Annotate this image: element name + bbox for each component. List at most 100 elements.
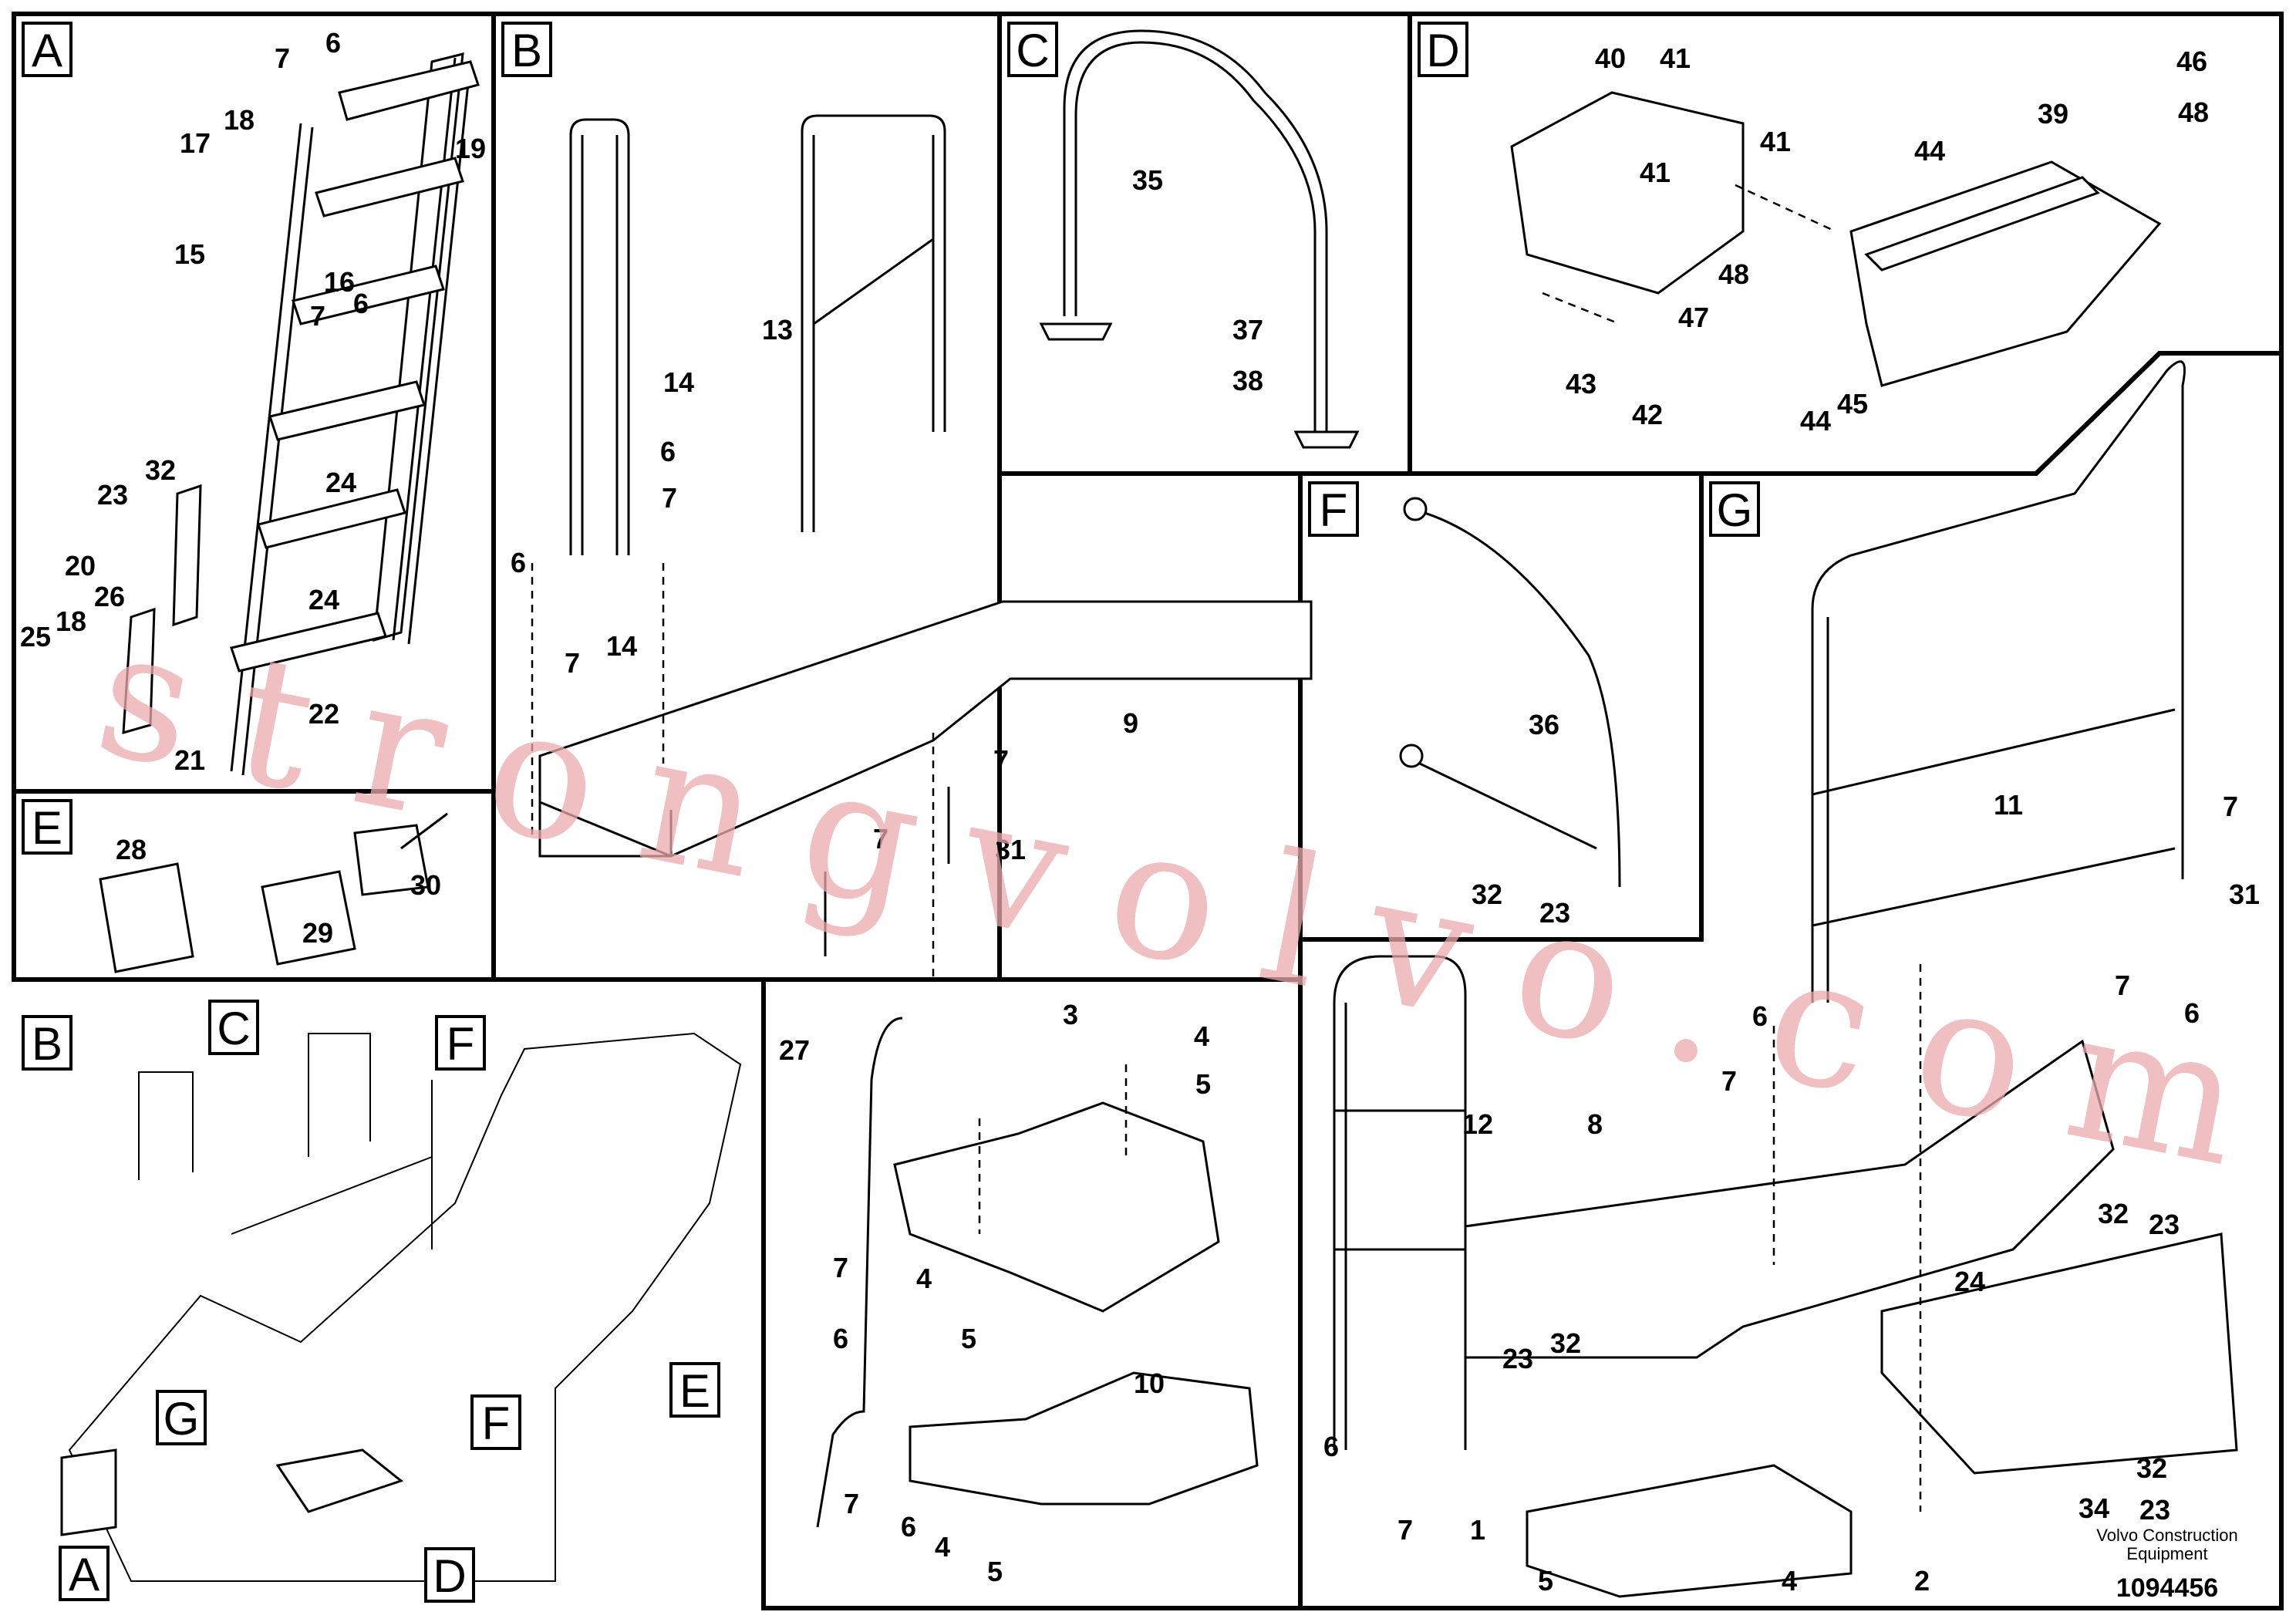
callout-f-1: 32 bbox=[1472, 878, 1502, 910]
svg-text:B: B bbox=[511, 25, 542, 76]
callout-f-2: 23 bbox=[1539, 897, 1570, 929]
callout-b-5: 7 bbox=[565, 647, 580, 679]
callout-g-13: 32 bbox=[1550, 1327, 1581, 1359]
callout-d-0: 40 bbox=[1595, 42, 1626, 74]
callout-a-1: 7 bbox=[275, 42, 290, 74]
section-label-g: G bbox=[1709, 481, 1760, 537]
callout-a-13: 26 bbox=[94, 581, 125, 612]
svg-text:G: G bbox=[1717, 484, 1753, 536]
section-label-b: B bbox=[501, 22, 552, 77]
section-label-c: C bbox=[1007, 22, 1058, 77]
section-label-a: A bbox=[22, 22, 72, 77]
callout-bottom-0: 27 bbox=[779, 1034, 810, 1066]
panel-frames bbox=[12, 12, 2284, 1610]
callout-a-8: 6 bbox=[353, 288, 369, 319]
callout-f-0: 36 bbox=[1529, 709, 1559, 740]
overview-marker-f: F bbox=[435, 1015, 486, 1071]
callout-c-1: 37 bbox=[1232, 314, 1263, 346]
overview-markers: B C F E G F A D bbox=[22, 1000, 720, 1603]
callout-g-17: 5 bbox=[1538, 1565, 1553, 1597]
callout-a-15: 25 bbox=[20, 621, 51, 653]
callout-d-5: 48 bbox=[2178, 96, 2209, 128]
callout-g-12: 23 bbox=[1502, 1343, 1533, 1374]
callout-d-10: 43 bbox=[1566, 368, 1596, 400]
callout-bottom-2: 4 bbox=[1194, 1020, 1209, 1052]
callout-d-1: 41 bbox=[1660, 42, 1691, 74]
callout-a-12: 20 bbox=[65, 550, 96, 582]
callout-bottom-5: 4 bbox=[916, 1263, 932, 1294]
panel-g-platform bbox=[1333, 360, 2238, 1598]
overview-marker-f: F bbox=[470, 1394, 521, 1450]
overview-machine bbox=[60, 1032, 742, 1582]
callout-a-9: 32 bbox=[145, 454, 176, 486]
callout-bottom-6: 5 bbox=[961, 1323, 976, 1354]
panel-b-platform bbox=[531, 114, 1313, 980]
callout-d-3: 41 bbox=[1640, 157, 1671, 188]
callout-bottom-8: 10 bbox=[1134, 1367, 1165, 1399]
svg-text:E: E bbox=[679, 1365, 710, 1417]
callout-bottom-11: 4 bbox=[935, 1531, 950, 1563]
callout-d-13: 45 bbox=[1837, 388, 1868, 420]
callout-g-7: 12 bbox=[1462, 1108, 1493, 1140]
callout-a-5: 15 bbox=[174, 238, 205, 270]
svg-text:G: G bbox=[164, 1393, 200, 1445]
svg-text:C: C bbox=[1016, 25, 1049, 76]
callout-b-10: 31 bbox=[995, 834, 1026, 865]
overview-marker-e: E bbox=[669, 1362, 720, 1418]
callout-g-9: 32 bbox=[2098, 1198, 2129, 1229]
section-label-d: D bbox=[1418, 22, 1468, 77]
section-label-e: E bbox=[22, 799, 72, 855]
svg-text:A: A bbox=[69, 1549, 99, 1600]
callout-a-14: 18 bbox=[56, 605, 86, 637]
callout-bottom-9: 7 bbox=[844, 1488, 859, 1519]
callout-bottom-3: 5 bbox=[1195, 1068, 1211, 1100]
callout-a-17: 22 bbox=[308, 698, 339, 730]
callout-d-12: 44 bbox=[1800, 405, 1831, 437]
callout-g-1: 7 bbox=[2223, 791, 2238, 822]
callout-d-2: 41 bbox=[1760, 126, 1791, 157]
panel-c-handle bbox=[1039, 29, 1360, 449]
watermark: strongvolvo.com bbox=[83, 589, 2257, 1206]
callout-a-10: 23 bbox=[97, 479, 128, 511]
callout-d-7: 44 bbox=[1914, 135, 1945, 167]
callout-c-2: 38 bbox=[1232, 365, 1263, 396]
svg-text:E: E bbox=[32, 802, 62, 854]
callout-b-0: 14 bbox=[663, 366, 694, 398]
callout-g-3: 7 bbox=[2115, 969, 2130, 1001]
callout-g-11: 24 bbox=[1954, 1266, 1985, 1297]
callout-g-19: 2 bbox=[1914, 1565, 1930, 1597]
callout-a-11: 24 bbox=[325, 467, 356, 498]
callout-d-8: 48 bbox=[1718, 258, 1749, 290]
callout-e-2: 29 bbox=[302, 917, 333, 949]
callout-g-15: 7 bbox=[1397, 1514, 1413, 1546]
svg-text:C: C bbox=[217, 1003, 250, 1054]
overview-marker-c: C bbox=[208, 1000, 259, 1055]
overview-marker-b: B bbox=[22, 1015, 72, 1071]
callout-bottom-1: 3 bbox=[1063, 999, 1078, 1030]
callout-bottom-10: 6 bbox=[901, 1511, 916, 1543]
callout-g-0: 11 bbox=[1994, 789, 2023, 821]
callout-e-0: 28 bbox=[116, 834, 147, 865]
callout-b-9: 7 bbox=[873, 823, 888, 855]
svg-text:F: F bbox=[1320, 484, 1348, 536]
callout-g-21: 23 bbox=[2139, 1494, 2170, 1526]
panel-bottom-frame bbox=[816, 1017, 1259, 1528]
callout-d-4: 46 bbox=[2176, 46, 2207, 77]
svg-text:A: A bbox=[32, 25, 62, 76]
panel-e-brackets bbox=[99, 812, 448, 973]
callout-g-18: 4 bbox=[1782, 1565, 1797, 1597]
callout-d-11: 42 bbox=[1632, 399, 1663, 430]
svg-text:D: D bbox=[433, 1550, 466, 1602]
callout-a-3: 18 bbox=[224, 104, 255, 136]
callout-bottom-12: 5 bbox=[987, 1556, 1003, 1587]
section-label-f: F bbox=[1308, 481, 1359, 537]
callout-g-8: 8 bbox=[1587, 1108, 1603, 1140]
panel-f-handrail bbox=[1399, 497, 1621, 888]
overview-marker-a: A bbox=[59, 1546, 110, 1601]
callout-a-2: 19 bbox=[455, 133, 486, 164]
svg-text:F: F bbox=[447, 1018, 475, 1070]
callout-b-4: 6 bbox=[511, 547, 526, 578]
callout-a-0: 6 bbox=[325, 27, 341, 59]
